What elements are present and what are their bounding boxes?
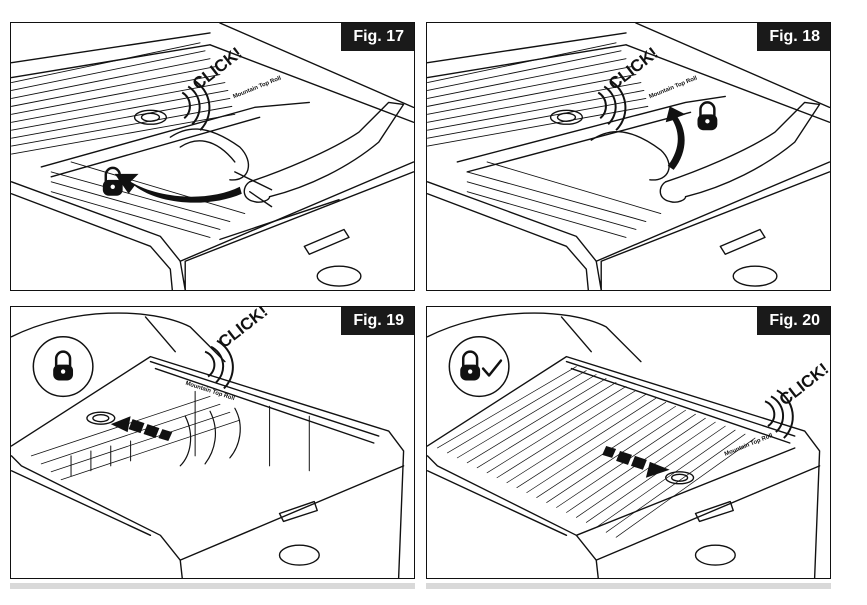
check-icon (481, 359, 503, 377)
click-callout: CLICK! (189, 44, 246, 94)
click-sound-icon (597, 79, 627, 131)
click-callout: CLICK! (776, 359, 830, 409)
figure-19-illustration: CLICK! Mountain Top Roll (11, 307, 405, 578)
lock-icon (102, 166, 123, 196)
figure-17-illustration: CLICK! Mountain Top Roll (11, 23, 414, 290)
click-callout: CLICK! (215, 307, 272, 352)
lock-badge (32, 336, 94, 398)
figure-19-panel: Fig. 19 (10, 306, 415, 579)
figure-20-panel: Fig. 20 (426, 306, 831, 579)
bottom-divider (426, 583, 831, 589)
direction-arrow (602, 445, 670, 478)
brand-label: Mountain Top Roll (648, 75, 698, 100)
figure-17-panel: Fig. 17 (10, 22, 415, 291)
lock-icon (697, 101, 718, 131)
figure-20-illustration: CLICK! Mountain Top Roll (427, 312, 830, 578)
figure-18-illustration: CLICK! Mountain Top Roll (427, 23, 830, 290)
brand-label: Mountain Top Roll (232, 75, 282, 100)
lock-check-badge (448, 336, 510, 398)
figure-label: Fig. 19 (341, 307, 414, 335)
click-sound-icon (204, 339, 234, 390)
lock-icon (53, 350, 74, 381)
bottom-divider (10, 583, 415, 589)
click-sound-icon (764, 389, 794, 439)
click-sound-icon (181, 79, 211, 131)
figure-label: Fig. 20 (757, 307, 830, 335)
direction-arrow (110, 416, 173, 442)
figure-18-panel: Fig. 18 (426, 22, 831, 291)
click-callout: CLICK! (605, 44, 662, 94)
lock-icon (460, 350, 481, 381)
figure-label: Fig. 18 (757, 23, 830, 51)
figure-label: Fig. 17 (341, 23, 414, 51)
brand-label: Mountain Top Roll (724, 433, 774, 458)
